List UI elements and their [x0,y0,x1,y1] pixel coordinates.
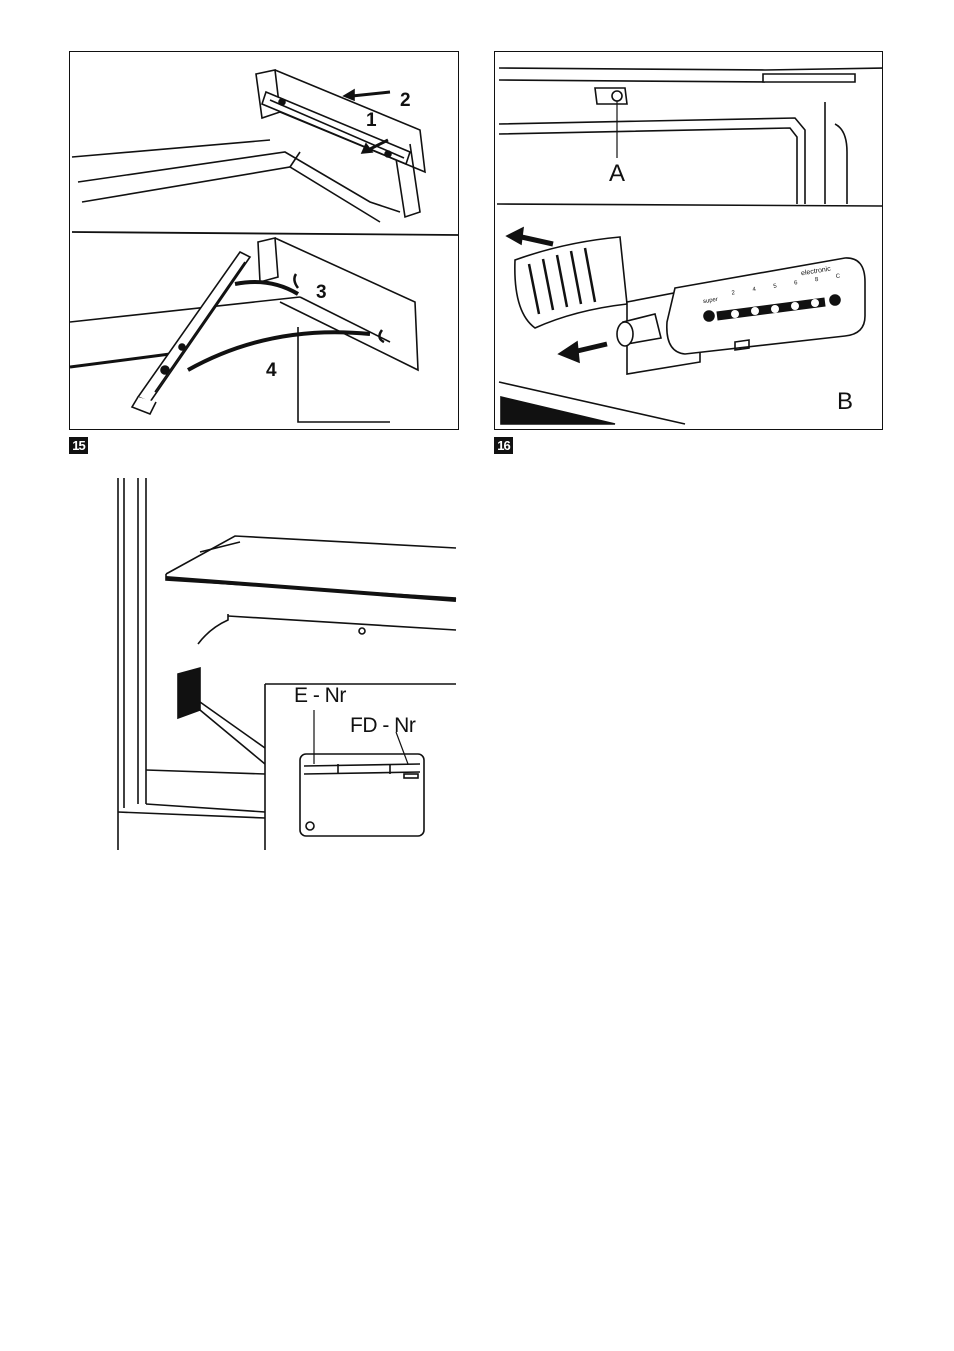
scale-mark: 6 [794,280,798,286]
figure-16-panel: A B electronic super 2 4 5 6 8 C [494,51,883,430]
figure-number-16: 16 [494,437,513,454]
scale-mark: 8 [815,277,819,283]
label-a: A [609,160,625,188]
label-fd-nr: FD - Nr [350,714,415,738]
scale-mark: 2 [731,290,735,296]
scale-mark: C [836,273,841,280]
figure-number-15: 15 [69,437,88,454]
scale-mark: 5 [773,284,777,290]
figure-15-panel: 2 1 3 4 [69,51,459,430]
label-e-nr: E - Nr [294,684,346,708]
step-label-2: 2 [400,90,411,112]
step-label-1: 1 [366,110,377,132]
step-label-4: 4 [266,360,277,382]
rating-plate-figure: E - Nr FD - Nr [110,478,460,853]
scale-mark: 4 [752,287,756,293]
label-b: B [837,388,853,416]
rating-plate-illustration [110,478,460,853]
step-label-3: 3 [316,282,327,304]
figure-16-illustration [495,52,883,430]
